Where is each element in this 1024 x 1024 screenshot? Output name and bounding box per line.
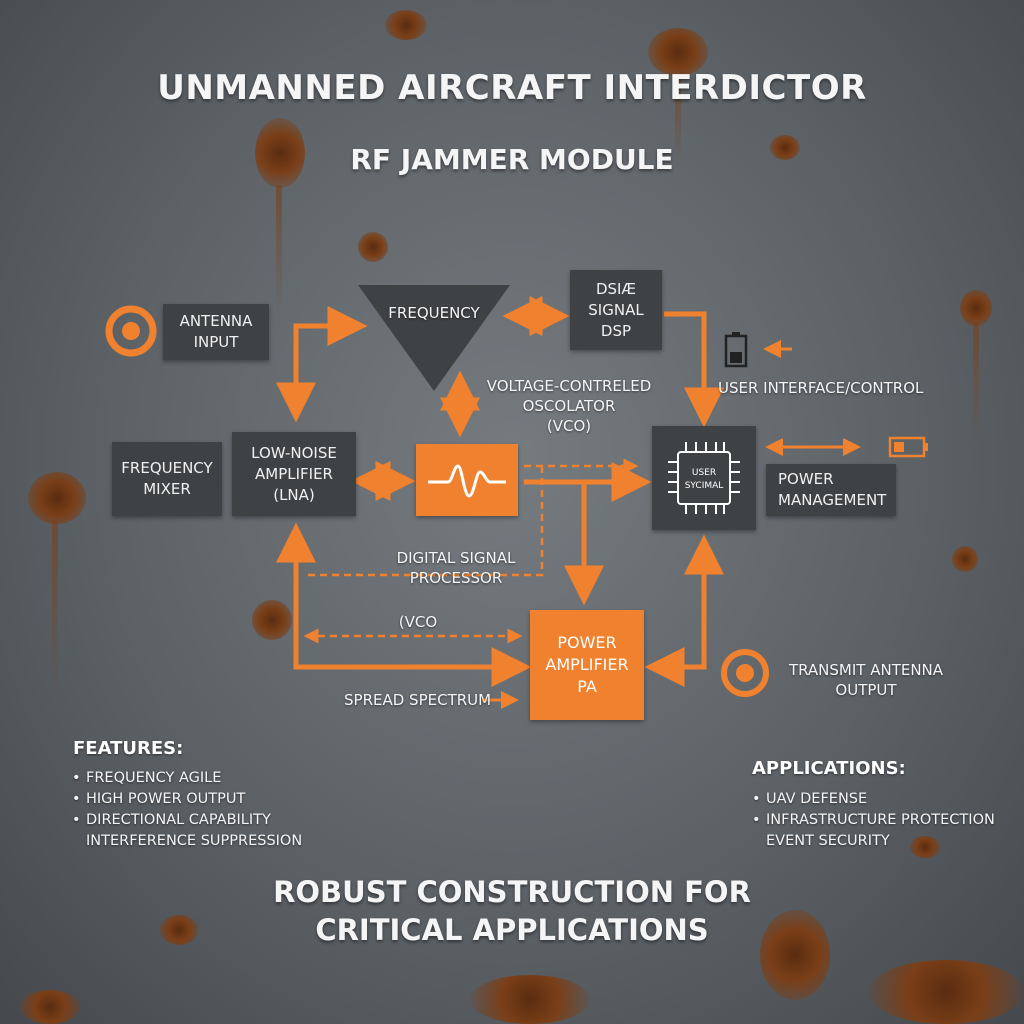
rust-patch [910, 836, 940, 858]
rust-streak [52, 520, 58, 700]
dsp-top-block: DSIÆ SIGNAL DSP [570, 270, 662, 350]
rust-patch [952, 546, 978, 572]
transmit-antenna-icon [721, 649, 769, 697]
frequency-block [358, 285, 510, 391]
arrow-dsp-dashed [304, 466, 544, 577]
vco-short-label: (VCO [398, 613, 438, 631]
rust-patch [960, 290, 992, 326]
dsp-label: DIGITAL SIGNAL PROCESSOR [396, 549, 516, 587]
applications-list: •UAV DEFENSE •INFRASTRUCTURE PROTECTION … [752, 789, 995, 852]
features-list: •FREQUENCY AGILE •HIGH POWER OUTPUT •DIR… [72, 768, 302, 852]
rust-patch [28, 472, 86, 524]
tagline-line-2: CRITICAL APPLICATIONS [315, 913, 709, 947]
battery-low-icon [888, 436, 928, 458]
rust-patch [770, 135, 800, 160]
arrow-lna-frequency [276, 306, 368, 423]
frequency-label: FREQUENCY [388, 304, 480, 322]
rust-patch [160, 915, 198, 945]
page-title: UNMANNED AIRCRAFT INTERDICTOR [157, 68, 867, 108]
rust-patch [760, 910, 830, 1000]
list-item: •INFRASTRUCTURE PROTECTION [752, 812, 995, 828]
user-chip-block: USER SYCIMAL [652, 426, 756, 530]
rust-patch [648, 28, 708, 76]
chip-label-line-1: USER [692, 468, 716, 478]
transmit-antenna-label: TRANSMIT ANTENNA OUTPUT [788, 661, 944, 699]
list-item: •DIRECTIONAL CAPABILITY [72, 812, 271, 828]
list-item: •FREQUENCY AGILE [72, 770, 222, 786]
list-item: •HIGH POWER OUTPUT [72, 791, 246, 807]
vco-label: VOLTAGE-CONTRELED OSCOLATOR (VCO) [486, 377, 652, 435]
page-subtitle: RF JAMMER MODULE [350, 143, 674, 176]
rust-patch [255, 118, 305, 188]
applications-heading: APPLICATIONS: [752, 758, 906, 779]
list-item: INTERFERENCE SUPPRESSION [86, 833, 303, 849]
user-interface-label: USER INTERFACE/CONTROL [718, 379, 924, 397]
rust-patch [358, 232, 388, 262]
spread-spectrum-label: SPREAD SPECTRUM [344, 691, 492, 709]
rust-streak [276, 185, 282, 315]
vco-block [416, 444, 518, 516]
antenna-input-block: ANTENNA INPUT [163, 304, 269, 360]
chip-label-line-2: SYCIMAL [685, 481, 724, 491]
features-heading: FEATURES: [73, 738, 184, 759]
battery-icon [724, 332, 748, 368]
rust-streak [675, 75, 681, 165]
frequency-mixer-block: FREQUENCY MIXER [112, 442, 222, 516]
arrow-pa-chip [644, 534, 724, 687]
power-amplifier-block: POWER AMPLIFIER PA [530, 610, 644, 720]
lna-block: LOW-NOISE AMPLIFIER (LNA) [232, 432, 356, 516]
rust-patch [20, 990, 80, 1024]
rust-patch [868, 960, 1024, 1024]
list-item: •UAV DEFENSE [752, 791, 868, 807]
antenna-input-icon [105, 305, 157, 357]
rust-patch [385, 10, 427, 40]
sine-wave-icon [428, 464, 506, 498]
power-management-block: POWER MANAGEMENT [766, 464, 896, 516]
list-item: EVENT SECURITY [766, 833, 890, 849]
rust-patch [470, 975, 590, 1024]
tagline: ROBUST CONSTRUCTION FOR CRITICAL APPLICA… [0, 873, 1024, 949]
rust-streak [973, 322, 979, 442]
arrow-lna-pa [276, 522, 532, 687]
arrow-dsp-chip [664, 311, 724, 428]
chip-icon: USER SYCIMAL [668, 442, 740, 514]
tagline-line-1: ROBUST CONSTRUCTION FOR [273, 875, 751, 909]
